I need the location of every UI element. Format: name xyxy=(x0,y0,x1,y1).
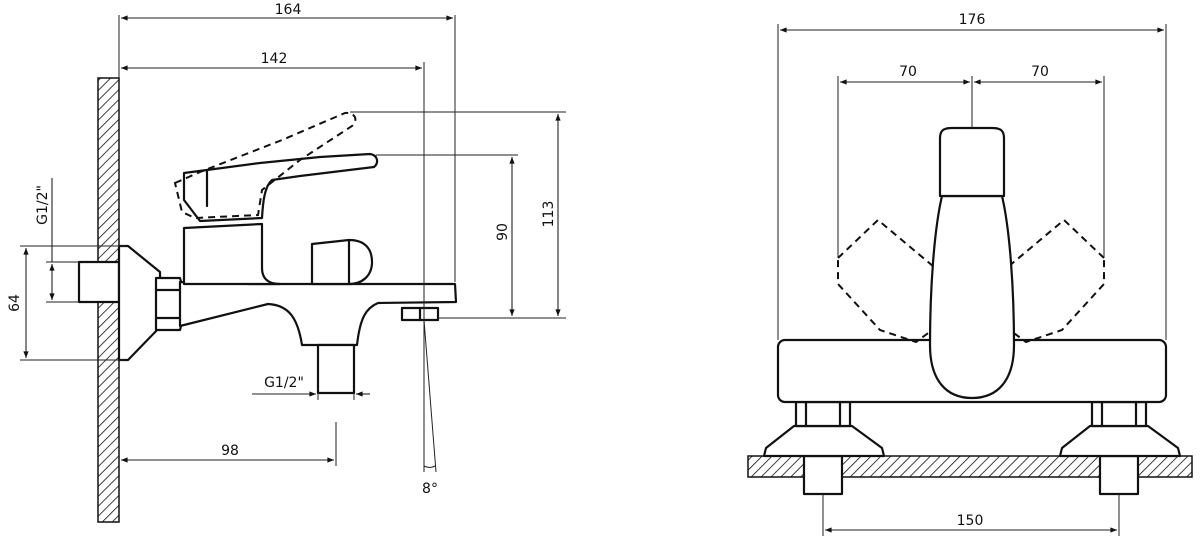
inlet-pipe-right xyxy=(1098,454,1140,496)
front-lever-handle xyxy=(938,126,1006,198)
dim-lever-swing-right: 70 xyxy=(1031,64,1049,80)
dim-lever-swing-left: 70 xyxy=(899,64,917,80)
escutcheon-left xyxy=(762,424,886,458)
mounting-surface-hatch xyxy=(747,455,1193,478)
dim-wall-thread: G1/2" xyxy=(35,185,51,225)
dim-overall-length: 164 xyxy=(275,2,302,18)
wall-escutcheon xyxy=(117,244,162,362)
mixer-body xyxy=(178,280,458,347)
front-view: 176 70 70 150 xyxy=(747,12,1193,536)
dim-spout-length: 142 xyxy=(261,51,288,67)
lever-raised-outline xyxy=(173,111,357,220)
dim-outlet-distance: 98 xyxy=(221,443,239,459)
wall-connector xyxy=(77,260,121,304)
dim-lever-height-raised: 113 xyxy=(541,201,557,228)
dim-spout-angle: 8° xyxy=(422,481,438,497)
escutcheon-right xyxy=(1058,424,1182,458)
mixer-lever xyxy=(182,152,379,223)
outlet-nipple xyxy=(316,343,356,395)
dim-outlet-thread: G1/2" xyxy=(264,375,304,391)
side-view: 164 142 113 90 G1/2" 64 G1/2" xyxy=(7,2,566,523)
nut-right xyxy=(1090,400,1148,428)
dim-flange-height: 64 xyxy=(7,294,23,312)
hex-nut xyxy=(154,276,184,332)
dim-lever-height: 90 xyxy=(495,223,511,241)
diverter-knob xyxy=(310,238,374,286)
dim-overall-width: 176 xyxy=(959,12,986,28)
inlet-pipe-left xyxy=(802,454,844,496)
dim-inlet-spacing: 150 xyxy=(957,513,984,529)
front-lever-column xyxy=(928,194,1016,400)
nut-left xyxy=(794,400,852,428)
cartridge-housing xyxy=(182,222,282,286)
